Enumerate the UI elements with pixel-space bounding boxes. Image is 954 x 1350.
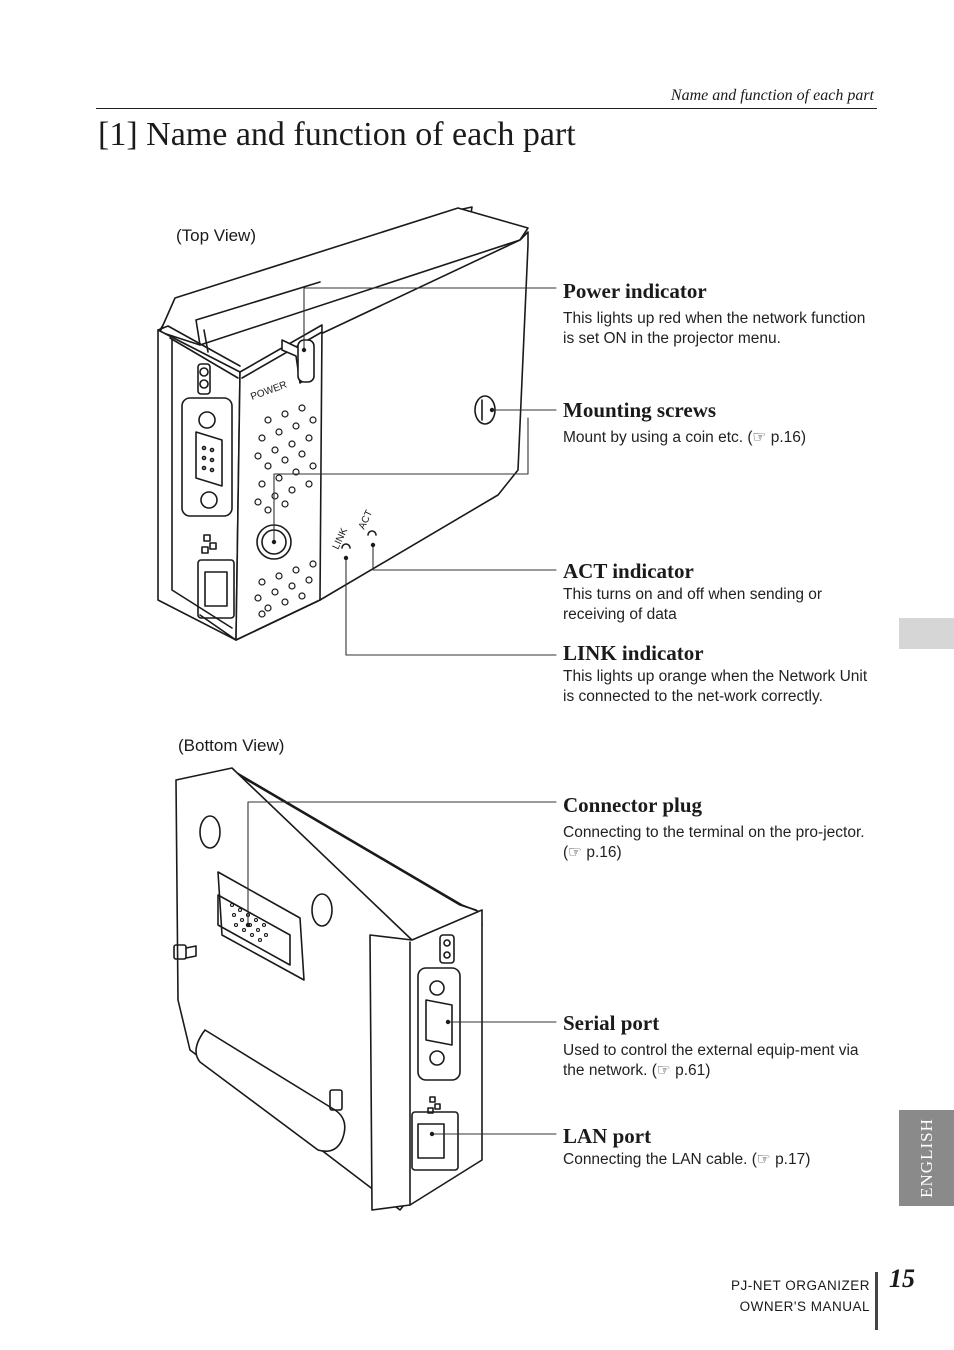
callout-mounting-screws: Mounting screws Mount by using a coin et…	[563, 398, 875, 448]
callout-serial-port: Serial port Used to control the external…	[563, 1011, 875, 1080]
callout-title: LINK indicator	[563, 641, 704, 665]
footer-product-name: PJ-NET ORGANIZER OWNER'S MANUAL	[731, 1275, 870, 1317]
callout-link-indicator: LINK indicator This lights up orange whe…	[563, 641, 875, 706]
callout-description: Used to control the external equip-ment …	[563, 1042, 859, 1079]
bottom-view-label: (Bottom View)	[178, 736, 285, 755]
callout-title: Power indicator	[563, 279, 707, 303]
footer-product-line-1: PJ-NET ORGANIZER	[730, 1278, 870, 1293]
callout-description: This turns on and off when sending or re…	[563, 586, 823, 623]
running-head: Name and function of each part	[670, 87, 874, 104]
footer-product-line-2: OWNER'S MANUAL	[739, 1299, 870, 1314]
callout-description: This lights up red when the network func…	[563, 310, 866, 347]
page-number: 15	[889, 1264, 915, 1293]
bottom-view-diagram	[173, 767, 483, 1211]
callout-title: ACT indicator	[563, 559, 694, 583]
callout-description: Connecting the LAN cable. (☞ p.17)	[563, 1151, 811, 1168]
callout-lan-port: LAN port Connecting the LAN cable. (☞ p.…	[563, 1124, 875, 1170]
header-rule	[96, 108, 877, 109]
top-view-diagram: POWER	[157, 206, 529, 641]
callout-connector-plug: Connector plug Connecting to the termina…	[563, 793, 875, 862]
callout-title: Mounting screws	[563, 398, 717, 422]
callout-description: Connecting to the terminal on the pro-je…	[563, 824, 865, 861]
callout-title: Serial port	[563, 1011, 660, 1035]
leader-lines	[247, 287, 557, 1135]
page-title: [1] Name and function of each part	[98, 116, 576, 153]
language-tab: ENGLISH	[899, 1110, 954, 1206]
callout-act-indicator: ACT indicator This turns on and off when…	[563, 559, 875, 624]
top-view-label: (Top View)	[176, 226, 256, 245]
callout-title: Connector plug	[563, 793, 703, 817]
section-tab-marker	[899, 618, 954, 649]
footer-divider	[875, 1272, 878, 1330]
language-tab-label: ENGLISH	[916, 1118, 936, 1198]
callout-description: This lights up orange when the Network U…	[563, 668, 868, 705]
callout-title: LAN port	[563, 1124, 652, 1148]
callout-description: Mount by using a coin etc. (☞ p.16)	[563, 429, 807, 446]
callout-power-indicator: Power indicator This lights up red when …	[563, 279, 875, 348]
